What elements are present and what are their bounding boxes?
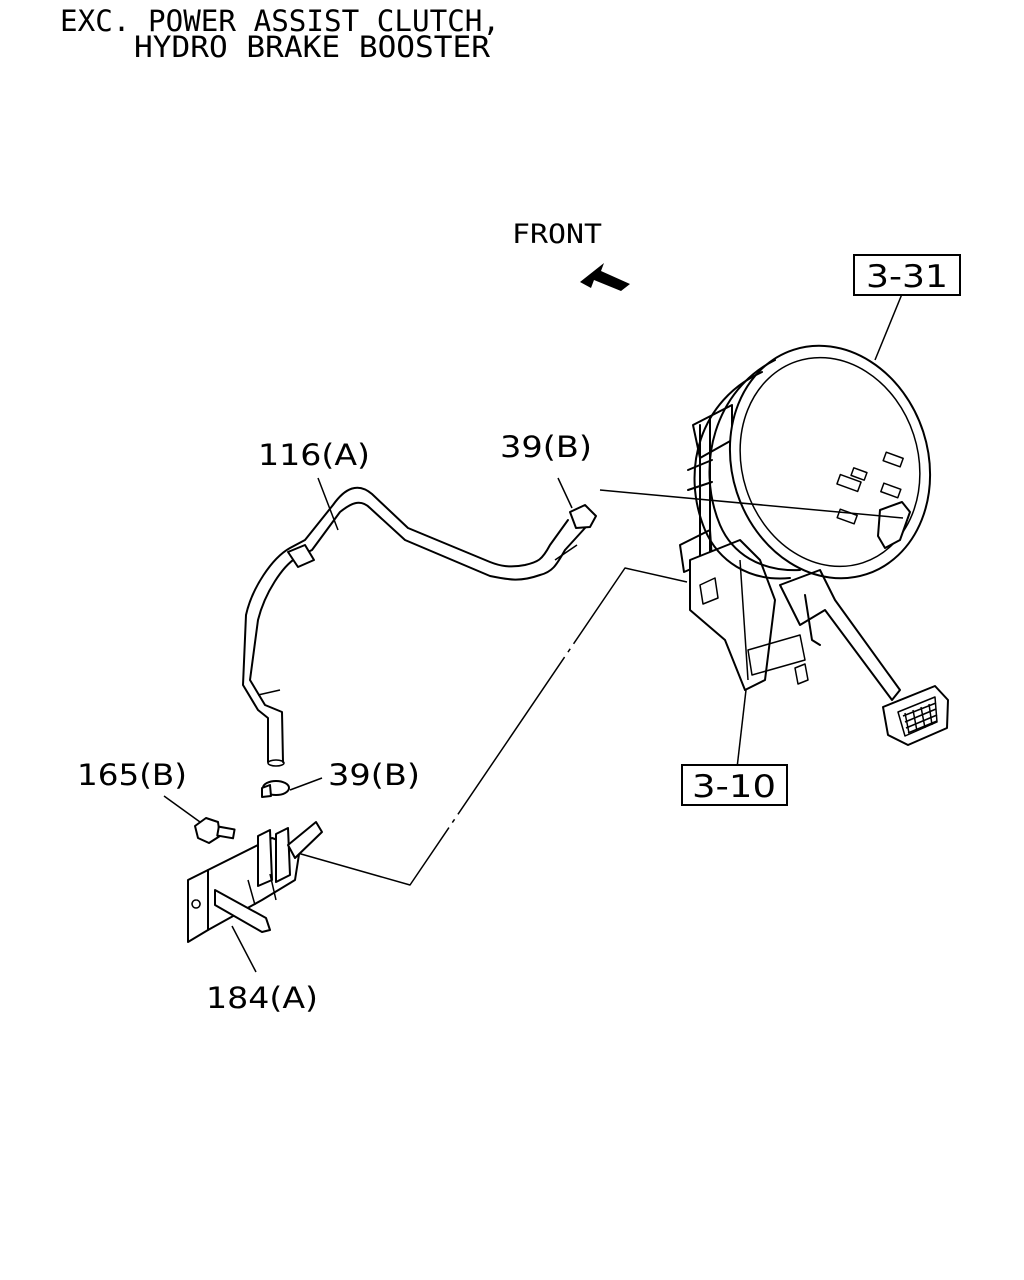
stud-bolts bbox=[836, 451, 904, 525]
title-line-1: EXC. POWER ASSIST CLUTCH, bbox=[60, 4, 500, 38]
reference-line bbox=[293, 567, 688, 886]
booster-pedal-assembly bbox=[679, 293, 949, 769]
front-label: FRONT bbox=[512, 219, 602, 250]
ref-booster-label: 3-31 bbox=[866, 259, 948, 295]
callout-clip-upper: 39(B) bbox=[500, 430, 592, 464]
hose-route-line bbox=[599, 489, 904, 519]
callout-hose: 116(A) bbox=[258, 438, 370, 472]
hose-clip-upper bbox=[557, 477, 597, 529]
title-line-2: HYDRO BRAKE BOOSTER bbox=[134, 30, 491, 64]
vacuum-hose bbox=[242, 477, 586, 767]
ref-box-booster[interactable]: 3-31 bbox=[853, 254, 961, 296]
callout-bracket: 184(A) bbox=[206, 981, 318, 1015]
callout-bolt: 165(B) bbox=[77, 758, 187, 792]
hose-clip-lower bbox=[261, 777, 323, 798]
mounting-bracket bbox=[187, 821, 323, 973]
bolt bbox=[163, 795, 236, 844]
arrow-front-icon bbox=[580, 263, 630, 291]
pedal-pad bbox=[882, 685, 949, 746]
ref-pedal-label: 3-10 bbox=[692, 769, 776, 805]
callout-clip-lower: 39(B) bbox=[328, 758, 420, 792]
ref-box-pedal[interactable]: 3-10 bbox=[681, 764, 788, 806]
